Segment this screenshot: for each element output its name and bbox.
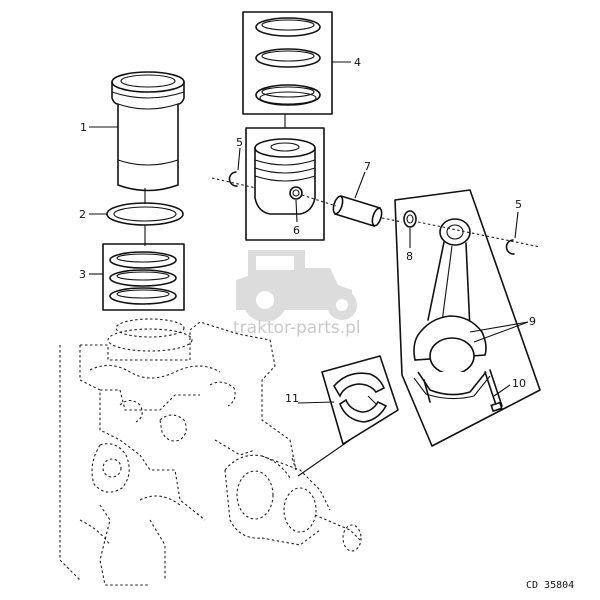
circlip-right [505, 239, 515, 255]
bearing-shells-box [321, 355, 399, 445]
piston-box [245, 127, 325, 241]
watermark-text: traktor-parts.pl [233, 318, 361, 338]
label-3: 3 [79, 268, 86, 281]
label-6: 6 [293, 224, 300, 237]
watermark: traktor-parts.pl [233, 250, 361, 338]
label-9: 9 [529, 315, 536, 328]
label-11: 11 [285, 392, 299, 405]
label-4: 4 [354, 56, 361, 69]
label-5-left: 5 [236, 136, 243, 149]
label-5-right: 5 [515, 198, 522, 211]
drawing-code: CD 35804 [526, 580, 574, 591]
part-labels: 1 2 3 4 5 6 7 8 5 9 10 11 [79, 56, 536, 405]
connecting-rod-box [394, 189, 541, 447]
label-7: 7 [364, 160, 371, 173]
circlip-left [211, 171, 257, 189]
label-2: 2 [79, 208, 86, 221]
leader-lines [89, 61, 529, 477]
piston-rings-box [242, 11, 333, 115]
cylinder-liner [111, 71, 185, 192]
engine-block-outline [59, 318, 297, 586]
piston-pin [301, 194, 403, 227]
label-1: 1 [80, 121, 87, 134]
label-10: 10 [512, 377, 526, 390]
liner-seal-ring [106, 202, 184, 226]
crankshaft-outline [224, 454, 362, 552]
liner-rings-box [102, 243, 185, 311]
label-8: 8 [406, 250, 413, 263]
tractor-icon [236, 250, 357, 322]
